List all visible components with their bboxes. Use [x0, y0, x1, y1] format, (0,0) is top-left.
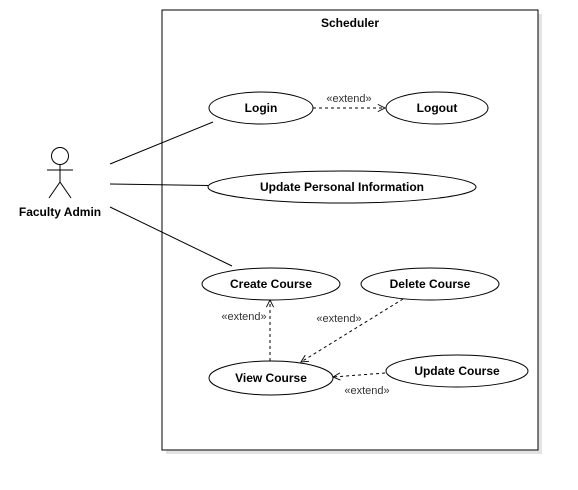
use-case-view-course[interactable]: View Course [208, 360, 334, 396]
extend-delete-view: «extend» [301, 298, 404, 362]
association-actor-create-course [109, 206, 233, 267]
use-case-ellipse [360, 267, 500, 301]
extend-label: «extend» [221, 311, 266, 323]
use-case-delete-course[interactable]: Delete Course [360, 267, 500, 301]
actor-head [51, 147, 69, 165]
use-case-ellipse [201, 267, 341, 301]
actor-faculty-admin[interactable]: Faculty Admin [19, 147, 101, 220]
use-case-ellipse [208, 360, 334, 396]
use-case-ellipse [385, 91, 489, 125]
use-case-login[interactable]: Login [208, 91, 314, 125]
use-case-label: Delete Course [390, 277, 471, 291]
use-case-ellipse [208, 91, 314, 125]
use-case-ellipse [385, 354, 529, 388]
use-case-label: Logout [417, 101, 458, 115]
extend-view-create: «extend» [221, 300, 270, 361]
use-case-label: View Course [235, 371, 307, 385]
use-case-update-course[interactable]: Update Course [385, 354, 529, 388]
association-actor-update-personal-information [109, 183, 209, 186]
use-case-create-course[interactable]: Create Course [201, 267, 341, 301]
use-case-label: Update Course [414, 364, 500, 378]
use-case-ellipse [207, 170, 477, 204]
association-actor-login [109, 121, 214, 165]
use-case-update-personal-information[interactable]: Update Personal Information [207, 170, 477, 204]
extend-label: «extend» [316, 313, 361, 325]
extend-update-view: «extend» [333, 373, 390, 397]
system-title: Scheduler [321, 16, 379, 30]
actor-label: Faculty Admin [19, 205, 101, 219]
actor-left-leg [48, 181, 61, 199]
extend-line [301, 298, 404, 362]
extend-label: «extend» [344, 385, 389, 397]
use-case-logout[interactable]: Logout [385, 91, 489, 125]
use-case-label: Update Personal Information [260, 180, 424, 194]
extend-line [333, 373, 386, 377]
extend-login-logout: «extend» [313, 93, 385, 108]
use-case-label: Login [245, 101, 278, 115]
use-case-label: Create Course [230, 277, 312, 291]
actor-right-leg [59, 181, 72, 199]
extend-label: «extend» [326, 93, 371, 105]
